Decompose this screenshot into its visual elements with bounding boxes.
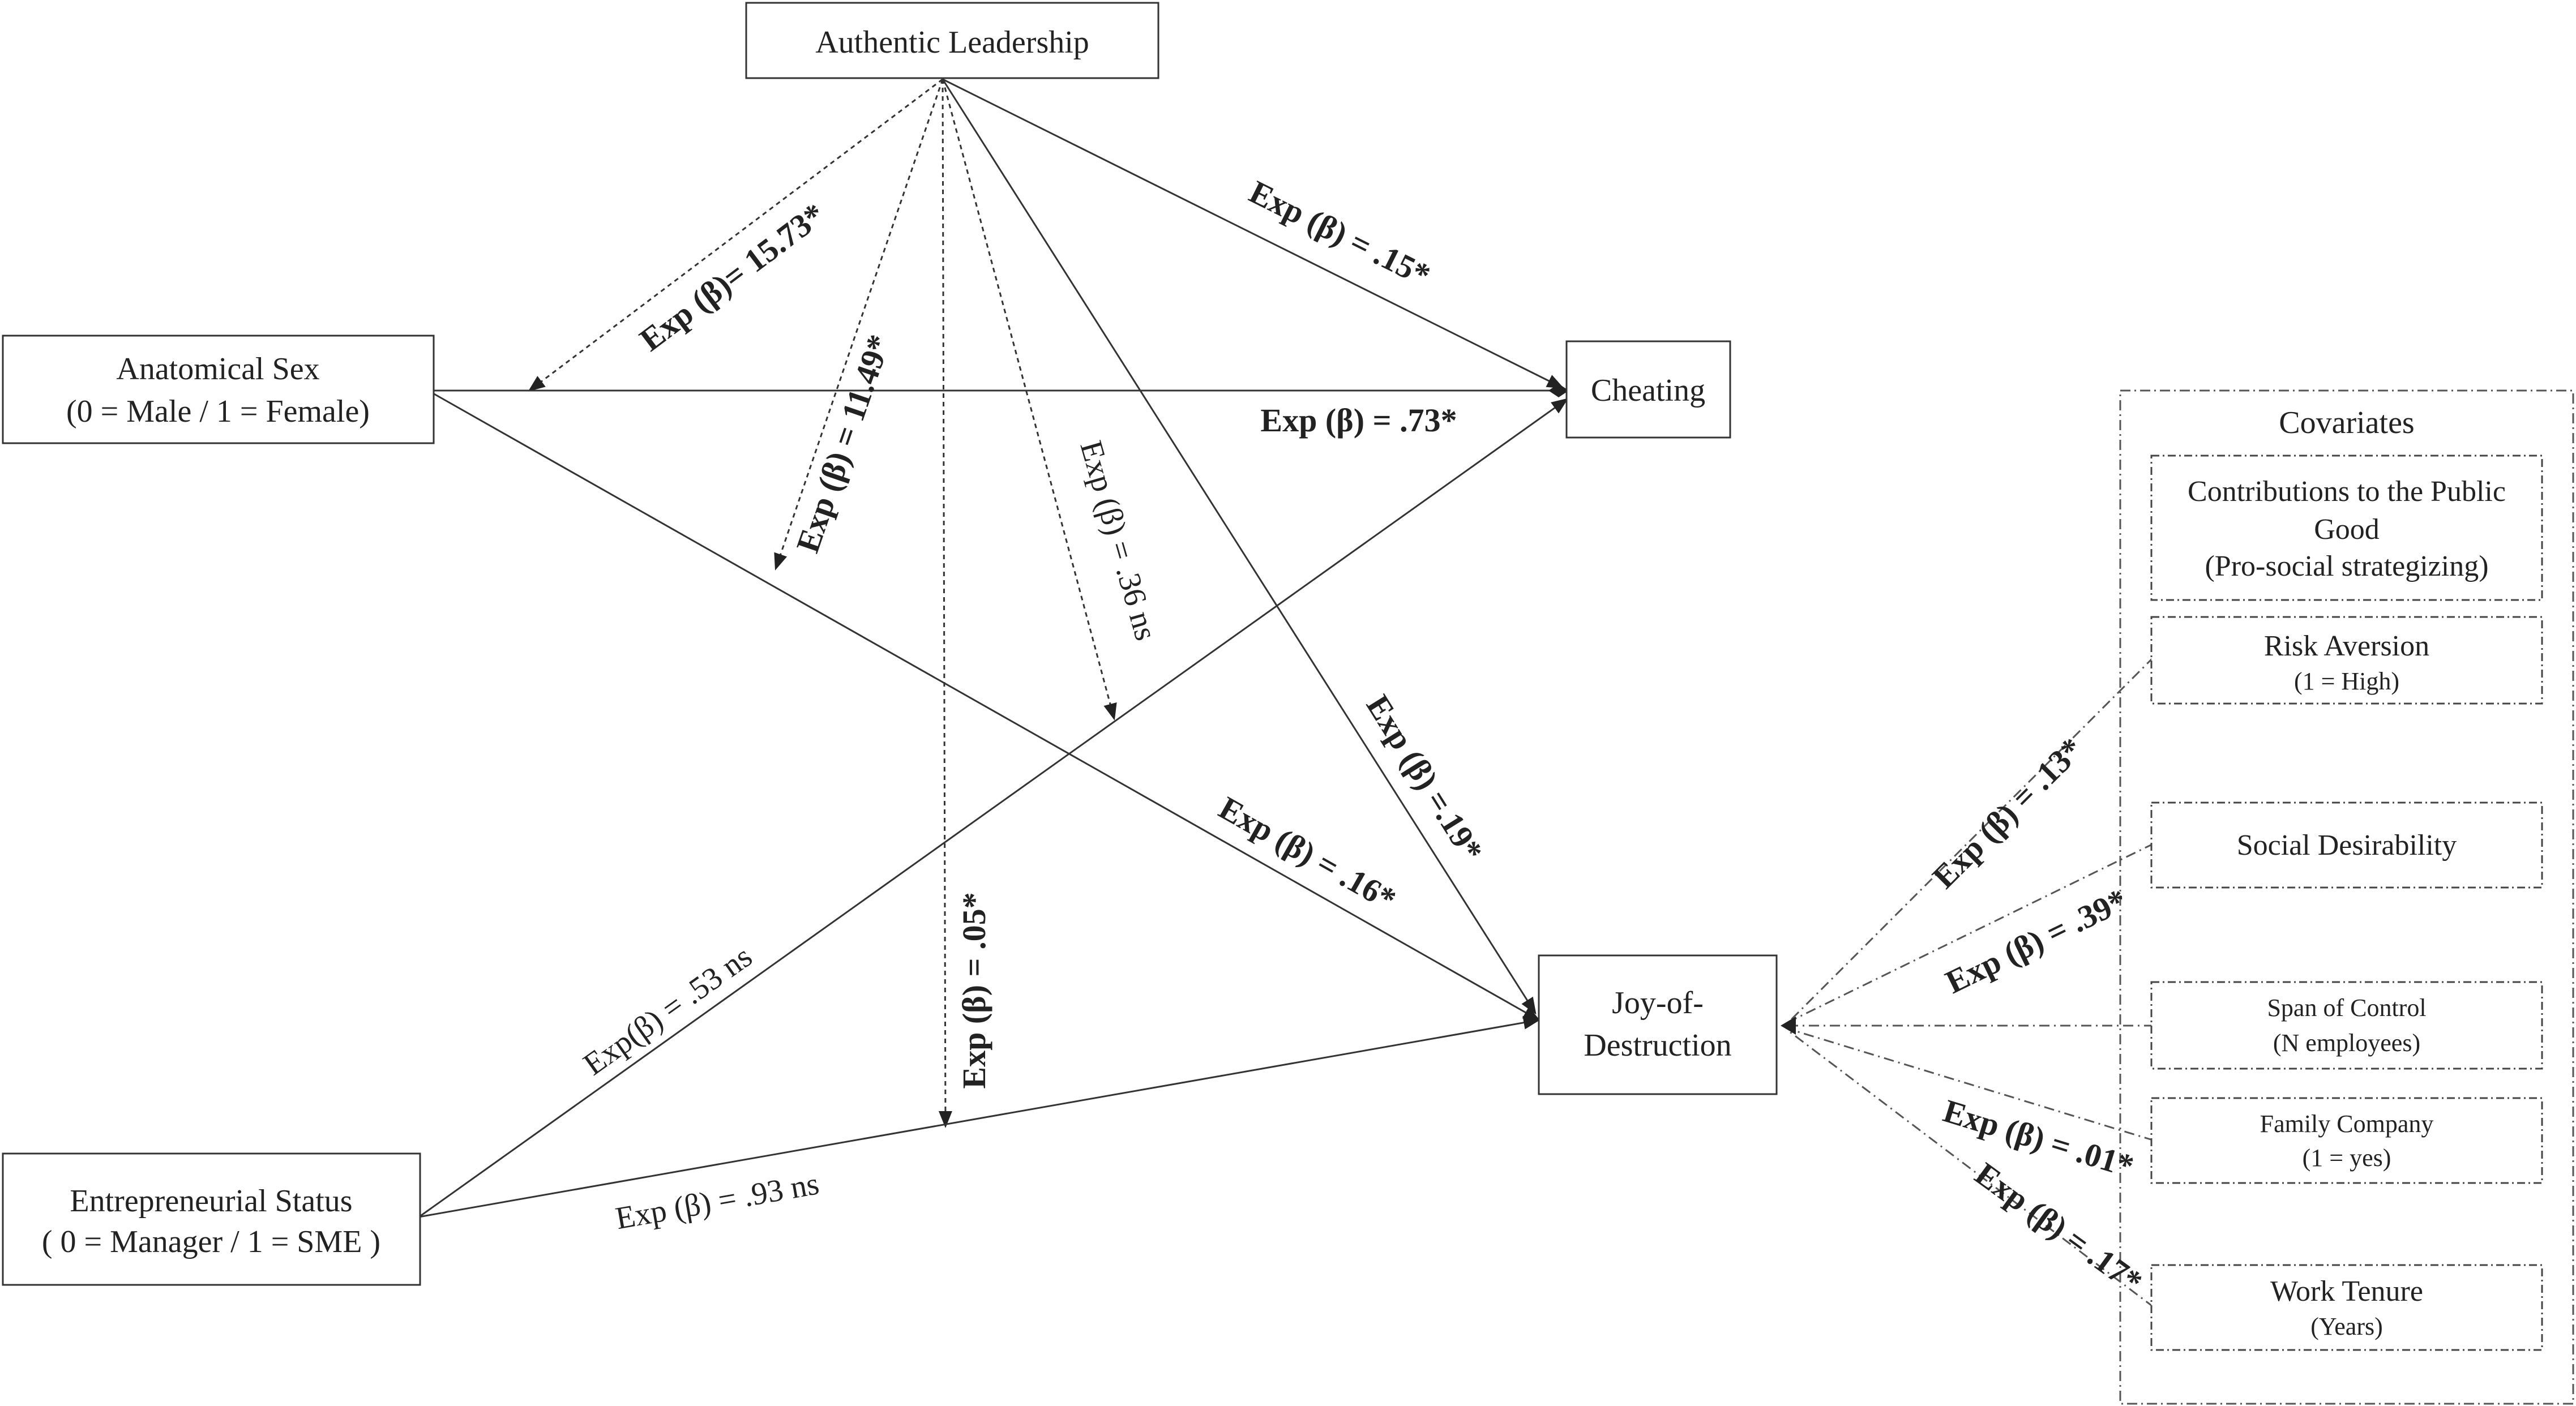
covariate-family-company: Family Company (1 = yes) [2150,1097,2543,1184]
covariate-work-tenure-line1: Work Tenure [2270,1275,2423,1308]
covariate-public-good-line3: (Pro-social strategizing) [2205,550,2488,582]
label-al-mod-sex-joy: Exp (β) = 11.49* [789,330,897,557]
node-entrepreneurial-status: Entrepreneurial Status ( 0 = Manager / 1… [2,1152,421,1286]
path-sex-joy [433,392,1541,1021]
path-family-joy [1788,1028,2155,1142]
covariate-risk-aversion: Risk Aversion (1 = High) [2150,616,2543,705]
node-authentic-leadership: Authentic Leadership [745,2,1159,79]
path-social-joy [1788,842,2155,1023]
covariate-family-company-line1: Family Company [2260,1110,2434,1138]
entrepreneurial-status-coding: ( 0 = Manager / 1 = SME ) [42,1224,380,1259]
node-cheating: Cheating [1565,340,1731,439]
covariate-social-desirability: Social Desirability [2150,801,2543,889]
covariate-work-tenure-line2: (Years) [2310,1313,2383,1340]
label-al-joy: Exp (β) =.19* [1359,688,1490,868]
label-risk-joy: Exp (β) = .13* [1925,730,2090,895]
path-tenure-joy [1788,1030,2155,1309]
path-al-mod-ent-cheating [942,79,1117,721]
anatomical-sex-label: Anatomical Sex [116,352,319,387]
label-al-mod-sex-cheating: Exp (β)= 15.73* [633,196,832,358]
node-anatomical-sex: Anatomical Sex (0 = Male / 1 = Female) [2,335,435,444]
label-social-joy: Exp (β) = .39* [1940,881,2133,1001]
label-al-mod-ent-joy: Exp (β) = .05* [956,892,992,1088]
path-al-mod-ent-joy [938,79,952,1128]
path-al-mod-sex-cheating [528,78,943,392]
joy-covariate-arrowhead [1781,1017,1796,1035]
path-ent-joy [418,1015,1541,1218]
path-risk-joy [1788,655,2155,1023]
path-al-mod-sex-joy [774,79,944,571]
covariate-public-good: Contributions to the Public Good (Pro-so… [2150,455,2543,601]
entrepreneurial-status-label: Entrepreneurial Status [70,1184,352,1219]
covariates-title: Covariates [2279,405,2414,440]
label-ent-cheating: Exp(β) = .53 ns [577,939,758,1082]
covariate-span-of-control: Span of Control (N employees) [2150,981,2543,1070]
covariate-social-desirability-label: Social Desirability [2237,829,2457,861]
path-al-cheating [942,78,1564,389]
node-joy-of-destruction: Joy-of- Destruction [1538,954,1778,1095]
covariate-public-good-line1: Contributions to the Public [2188,475,2506,508]
cheating-label: Cheating [1591,373,1705,408]
label-sex-joy: Exp (β) = .16* [1213,789,1402,918]
covariate-risk-aversion-line1: Risk Aversion [2264,630,2429,662]
covariates-panel: Covariates Contributions to the Public G… [2119,389,2574,1405]
label-al-cheating: Exp (β) = .15* [1244,173,1436,294]
joy-of-destruction-line2: Destruction [1584,1028,1731,1063]
covariate-work-tenure: Work Tenure (Years) [2150,1264,2543,1351]
label-sex-cheating: Exp (β) = .73* [1260,402,1457,439]
path-ent-cheating [418,398,1569,1218]
covariate-span-of-control-line1: Span of Control [2267,994,2426,1022]
covariate-risk-aversion-line2: (1 = High) [2294,667,2399,695]
covariate-span-of-control-line2: (N employees) [2273,1029,2420,1057]
joy-of-destruction-line1: Joy-of- [1612,985,1704,1021]
anatomical-sex-coding: (0 = Male / 1 = Female) [66,394,370,429]
path-al-joy [942,79,1537,1015]
covariate-family-company-line2: (1 = yes) [2303,1144,2391,1172]
authentic-leadership-label: Authentic Leadership [815,25,1089,60]
covariate-public-good-line2: Good [2314,513,2380,546]
